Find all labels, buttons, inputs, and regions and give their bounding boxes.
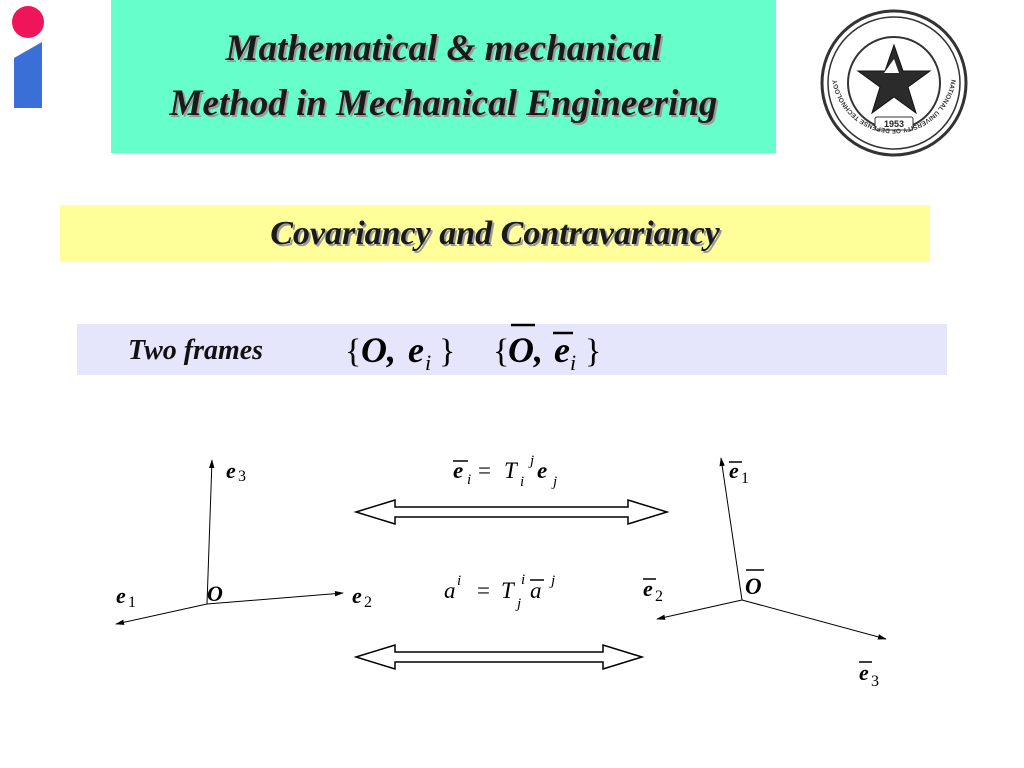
svg-text:e: e bbox=[116, 583, 126, 608]
svg-text:e: e bbox=[453, 458, 463, 483]
svg-text:3: 3 bbox=[238, 468, 246, 485]
left-axis-e3 bbox=[206, 459, 215, 605]
equation-component-transform: a i = T j i a j bbox=[444, 572, 555, 612]
label-right-origin: O bbox=[745, 569, 764, 599]
svg-text:e: e bbox=[859, 660, 869, 685]
svg-text:2: 2 bbox=[364, 594, 372, 611]
label-left-e3: e 3 bbox=[226, 458, 246, 485]
svg-text:i: i bbox=[425, 350, 431, 375]
left-axis-e2 bbox=[206, 590, 344, 605]
svg-text:{: { bbox=[493, 333, 509, 370]
left-frame-labels: e 3 e 1 O e 2 bbox=[116, 458, 372, 611]
frame-notation-1: { O, e i } bbox=[345, 330, 455, 375]
equation-basis-transform: e i = T i j e j bbox=[453, 453, 557, 490]
frames-banner: Two frames bbox=[77, 324, 947, 375]
svg-text:O,: O, bbox=[361, 330, 396, 370]
svg-text:e: e bbox=[352, 583, 362, 608]
svg-text:e: e bbox=[537, 458, 547, 483]
logo-i-icon bbox=[12, 6, 44, 108]
svg-text:{: { bbox=[345, 333, 361, 370]
svg-text:e: e bbox=[408, 330, 424, 370]
svg-text:e: e bbox=[226, 458, 236, 483]
title-banner: Mathematical & mechanical Method in Mech… bbox=[111, 0, 776, 153]
svg-text:=: = bbox=[477, 578, 490, 603]
university-seal-logo: 1953 NATIONAL UNIVERSITY OF DEFENSE TECH… bbox=[820, 9, 968, 157]
svg-text:j: j bbox=[549, 573, 555, 589]
svg-text:2: 2 bbox=[655, 588, 663, 605]
svg-text:e: e bbox=[554, 330, 570, 370]
double-arrow-bottom bbox=[353, 643, 645, 671]
svg-text:i: i bbox=[467, 472, 471, 488]
svg-text:3: 3 bbox=[871, 673, 879, 690]
double-arrow-top bbox=[353, 498, 670, 526]
svg-text:T: T bbox=[504, 458, 519, 483]
seal-year: 1953 bbox=[884, 119, 904, 129]
svg-text:O,: O, bbox=[508, 330, 543, 370]
svg-text:j: j bbox=[551, 474, 557, 490]
right-frame-labels: e 1 e 2 O e 3 bbox=[643, 458, 879, 690]
svg-text:e: e bbox=[729, 458, 739, 483]
label-left-e2: e 2 bbox=[352, 583, 372, 611]
svg-text:=: = bbox=[478, 458, 491, 483]
svg-text:O: O bbox=[745, 574, 762, 599]
svg-text:T: T bbox=[501, 578, 516, 603]
frame-notation-2: { O, e i } bbox=[493, 323, 601, 375]
label-right-e2: e 2 bbox=[643, 576, 663, 605]
left-axis-e1 bbox=[115, 603, 208, 625]
svg-text:i: i bbox=[570, 350, 576, 375]
title-line-1: Mathematical & mechanical bbox=[225, 28, 662, 69]
svg-text:j: j bbox=[515, 596, 521, 612]
svg-text:i: i bbox=[457, 573, 461, 589]
svg-text:1: 1 bbox=[128, 594, 136, 611]
svg-text:}: } bbox=[439, 333, 455, 370]
label-right-e3: e 3 bbox=[859, 660, 879, 690]
svg-text:i: i bbox=[520, 474, 524, 490]
subtitle-text: Covariancy and Contravariancy bbox=[270, 215, 720, 252]
frames-label: Two frames bbox=[128, 335, 264, 366]
right-axis-e1 bbox=[719, 457, 743, 601]
subtitle-banner: Covariancy and Contravariancy bbox=[60, 205, 930, 262]
right-axis-e3 bbox=[741, 599, 887, 640]
svg-text:i: i bbox=[521, 572, 525, 588]
svg-text:1: 1 bbox=[741, 470, 749, 487]
title-line-2: Method in Mechanical Engineering bbox=[169, 83, 718, 124]
label-right-e1: e 1 bbox=[729, 458, 749, 487]
svg-text:a: a bbox=[530, 578, 542, 603]
svg-text:}: } bbox=[585, 333, 601, 370]
right-axis-e2 bbox=[656, 599, 743, 620]
svg-text:j: j bbox=[528, 453, 534, 469]
svg-text:e: e bbox=[643, 576, 653, 601]
svg-text:a: a bbox=[444, 578, 456, 603]
label-left-e1: e 1 bbox=[116, 583, 136, 611]
label-left-origin: O bbox=[207, 581, 223, 606]
